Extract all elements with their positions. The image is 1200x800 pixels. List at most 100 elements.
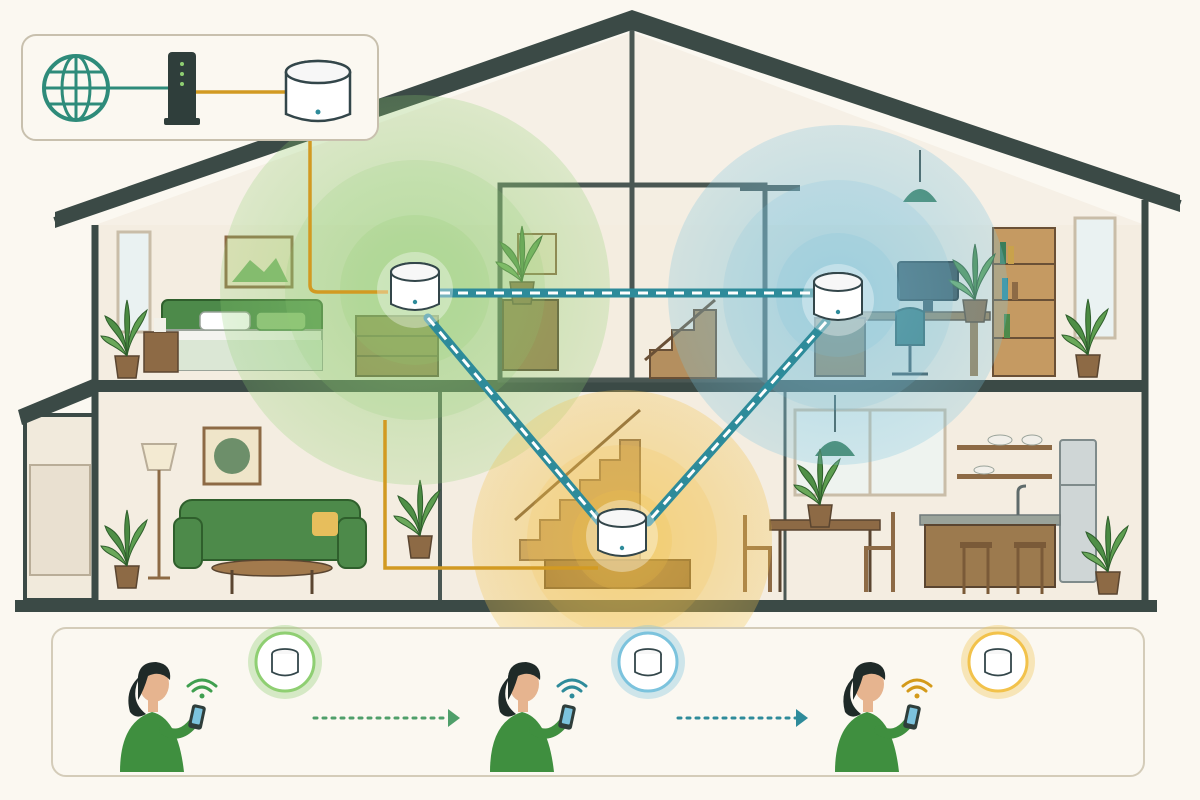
wifi-icon [901, 678, 933, 699]
node-badge [611, 625, 685, 699]
fridge [1059, 439, 1097, 583]
roaming-strip [51, 625, 1145, 777]
person-hair-back [843, 676, 861, 717]
mesh-router-icon [597, 508, 647, 557]
mesh-node-upstairs-left[interactable] [377, 252, 453, 328]
plate-1 [973, 465, 995, 475]
phone-screen [561, 707, 573, 725]
office-window [1073, 216, 1117, 340]
roaming-step [490, 625, 685, 772]
modem-body [168, 52, 196, 122]
dining-chair-right [864, 512, 895, 592]
wireless-backhaul [423, 288, 831, 527]
sofa-arm-left [173, 517, 203, 569]
mesh-nodes [377, 252, 874, 572]
nightstand [143, 331, 179, 373]
living-room [100, 426, 441, 594]
wifi-arc-inner [906, 685, 928, 693]
ethernet-to-downstairs [383, 420, 598, 570]
modem-icon [164, 52, 200, 125]
person-neck [863, 700, 873, 712]
kitchen [743, 395, 1129, 595]
mesh-router-icon [813, 272, 863, 321]
wifi-dot [569, 693, 575, 699]
book-5 [1004, 314, 1010, 338]
circle-painting [202, 426, 262, 486]
phone-screen [191, 707, 203, 725]
backhaul-right-flow [646, 321, 828, 523]
faucet [1016, 484, 1027, 515]
modem-led-1 [180, 62, 184, 66]
modem-led-3 [180, 82, 184, 86]
person-with-phone [490, 662, 576, 772]
garage-door [29, 464, 91, 576]
badge-router-body [984, 654, 1012, 677]
stool-seat-2 [1014, 542, 1046, 548]
counter-top [919, 514, 1061, 526]
wifi-arc-outer [186, 678, 218, 688]
lower-shelf [957, 474, 1052, 479]
bowl-2 [1021, 434, 1043, 446]
coffee-table [211, 559, 333, 577]
arrow-2 [676, 709, 808, 727]
person-with-phone [120, 662, 206, 772]
person-neck [518, 700, 528, 712]
person-hair-back [128, 676, 146, 717]
arrow-head-2 [796, 709, 808, 727]
badge-router-body [271, 654, 299, 677]
bedroom-window [116, 230, 152, 334]
node-badge [248, 625, 322, 699]
wifi-dot [199, 693, 205, 699]
backhaul-left-flow [426, 317, 602, 523]
book-2 [1008, 246, 1014, 264]
bowl-1 [987, 434, 1013, 446]
book-1 [1000, 242, 1006, 264]
person-with-phone [835, 662, 921, 772]
modem-led-2 [180, 72, 184, 76]
kitchen-island [924, 524, 1056, 588]
stool-seat-1 [960, 542, 992, 548]
phone-screen [906, 707, 918, 725]
router-lid [284, 59, 352, 85]
mesh-node-upstairs-right[interactable] [802, 264, 874, 336]
wifi-arc-outer [556, 678, 588, 688]
person-hair-back [498, 676, 516, 717]
sofa-cushion [312, 512, 338, 536]
main-router-icon[interactable] [284, 59, 352, 123]
internet-inset [21, 34, 379, 141]
wifi-icon [556, 678, 588, 699]
wifi-arc-inner [561, 685, 583, 693]
router-body [284, 72, 352, 123]
wifi-icon [186, 678, 218, 699]
ethernet-main-to-upstairs [308, 140, 388, 294]
ethernet-cables [308, 140, 598, 570]
node-badge [961, 625, 1035, 699]
mesh-node-downstairs[interactable] [586, 500, 658, 572]
roaming-step [835, 625, 1035, 772]
person-hair [852, 662, 886, 700]
person-hair [507, 662, 541, 700]
router-led [315, 109, 321, 115]
globe-icon [42, 54, 110, 122]
sofa-arm-right [337, 517, 367, 569]
wifi-dot [914, 693, 920, 699]
upper-shelf [957, 445, 1052, 450]
person-hair [137, 662, 171, 700]
mesh-router-icon [390, 262, 440, 311]
book-4 [1012, 282, 1018, 300]
wifi-arc-outer [901, 678, 933, 688]
modem-base [164, 118, 200, 125]
painting-circle [214, 438, 250, 474]
wifi-arc-inner [191, 685, 213, 693]
arrow-head-1 [448, 709, 460, 727]
badge-router-body [634, 654, 662, 677]
person-neck [148, 700, 158, 712]
bedside-lamp [154, 318, 166, 332]
roaming-step [120, 625, 322, 772]
garage-roof [18, 378, 95, 425]
floor-lamp-shade [140, 443, 178, 471]
arrow-1 [312, 709, 460, 727]
roaming-steps [120, 625, 1035, 772]
